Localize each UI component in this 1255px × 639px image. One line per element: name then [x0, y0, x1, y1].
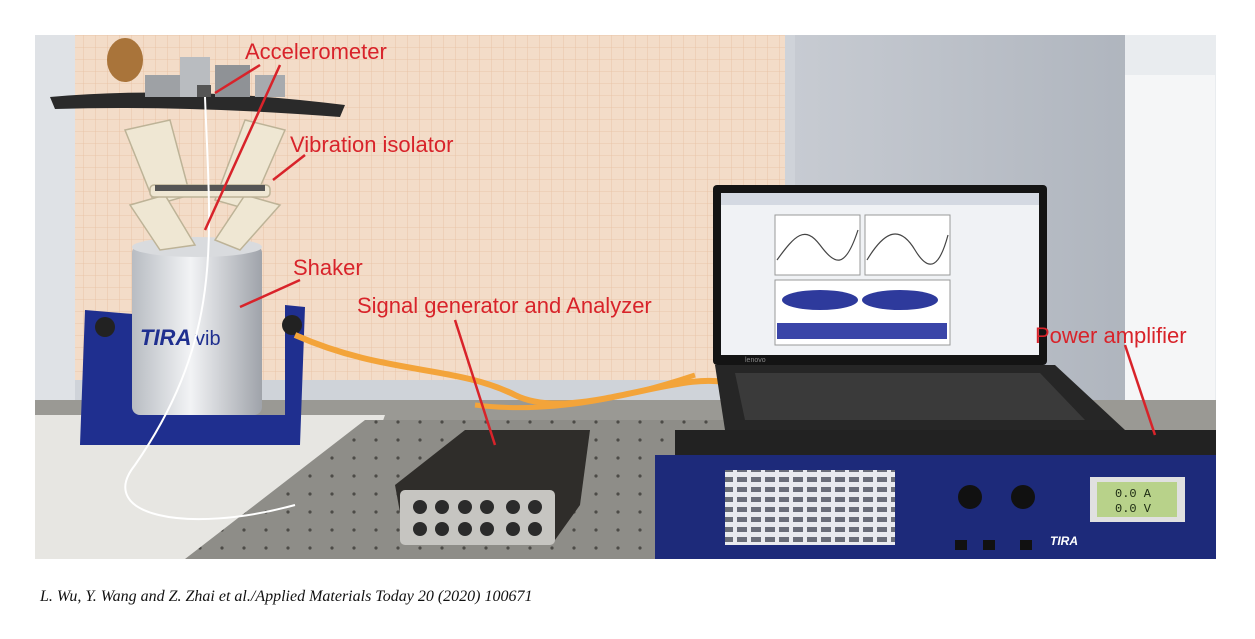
label-signal-generator: Signal generator and Analyzer [357, 293, 652, 318]
arrow-accelerometer-2 [203, 64, 282, 231]
orange-cable [293, 332, 737, 407]
amplifier-lcd [1097, 482, 1177, 517]
amplifier-button-2 [983, 540, 995, 550]
amplifier-lcd-line-2: 0.0 V [1115, 502, 1152, 516]
label-vibration-isolator: Vibration isolator [290, 132, 453, 157]
arrow-power-amplifier [1123, 344, 1157, 436]
arrow-signal-generator [453, 319, 497, 446]
isolator-platform [50, 92, 345, 117]
shaker-model-logo: vib [195, 328, 221, 350]
label-shaker: Shaker [293, 255, 363, 280]
screen-plot-2 [864, 214, 951, 276]
left-wall-panel [35, 35, 75, 415]
amplifier-knob-left [958, 485, 982, 509]
experimental-setup-photo: TIRA vib 0.0 A 0.0 V TIRA [35, 35, 1216, 559]
waveform-burst-1 [782, 290, 858, 310]
orange-cable-2 [474, 372, 696, 411]
amplifier-vent-grille [725, 470, 895, 545]
screen-plot-1 [774, 214, 861, 276]
laptop-keyboard [735, 373, 1085, 420]
annotation-arrows [203, 63, 1157, 446]
laptop-brand: lenovo [745, 357, 766, 364]
waveform-burst-2 [862, 290, 938, 310]
isolator-spring [155, 185, 265, 191]
egg-weight [107, 38, 143, 82]
screen-toolbar [721, 193, 1039, 205]
arrow-vibration-isolator [272, 154, 306, 181]
stand-knob-right [282, 315, 302, 335]
arrow-accelerometer-1 [214, 63, 261, 95]
sensor-cable [124, 96, 296, 521]
waveform-strip [777, 323, 947, 339]
bnc-connectors [413, 500, 542, 536]
label-accelerometer: Accelerometer [245, 39, 387, 64]
signal-generator-panel [400, 490, 555, 545]
label-power-amplifier: Power amplifier [1035, 323, 1187, 348]
amplifier-knob-right [1011, 485, 1035, 509]
arrow-shaker [239, 278, 301, 309]
shaker-brand-logo: TIRA [140, 325, 191, 350]
screen-curve-2 [866, 233, 949, 265]
stand-knob-left [95, 317, 115, 337]
amplifier-brand-logo: TIRA [1050, 534, 1078, 548]
accelerometer-sensor [197, 85, 211, 97]
amplifier-button-1 [955, 540, 967, 550]
screen-curve-1 [776, 229, 859, 261]
amplifier-button-3 [1020, 540, 1032, 550]
white-panel-right [1125, 75, 1215, 445]
amplifier-lcd-line-1: 0.0 A [1115, 487, 1152, 501]
figure-caption: L. Wu, Y. Wang and Z. Zhai et al./Applie… [40, 588, 533, 605]
